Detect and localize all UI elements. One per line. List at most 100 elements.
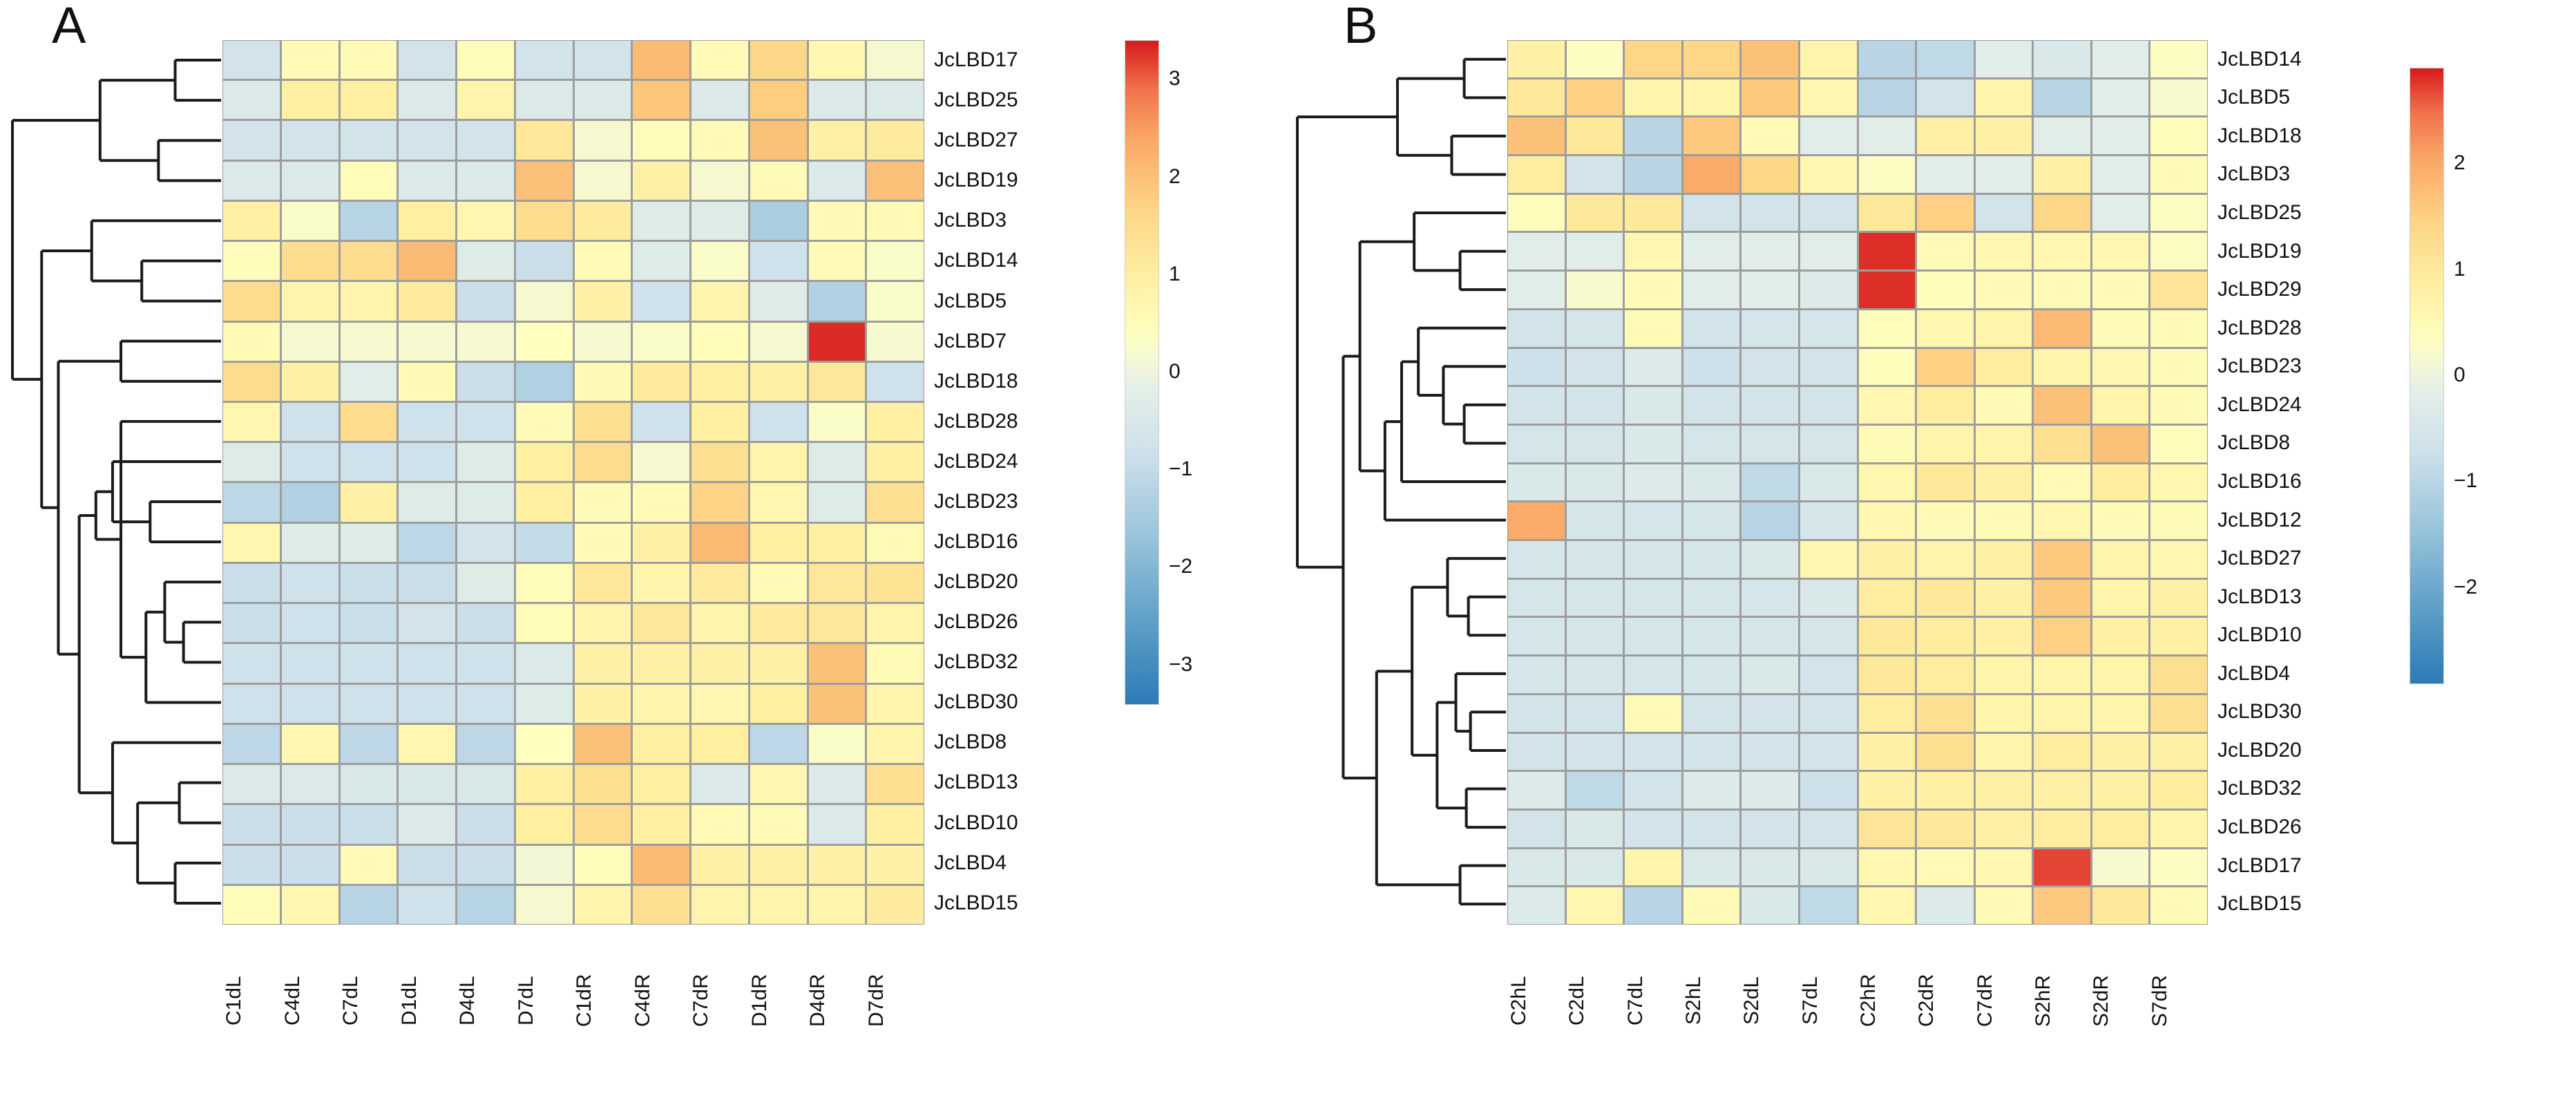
heatmap-cell (1742, 348, 1798, 386)
heatmap-cell (574, 845, 631, 884)
heatmap-cell (808, 604, 866, 643)
heatmap-cell (750, 724, 807, 764)
heatmap-cell (457, 443, 514, 482)
row-label: JcLBD23 (2217, 355, 2302, 378)
heatmap-cell (1742, 502, 1798, 540)
heatmap-cell (1508, 272, 1565, 308)
heatmap-cell (867, 41, 924, 79)
heatmap-cell (808, 201, 866, 240)
heatmap-cell (1508, 387, 1565, 424)
heatmap-cell (515, 81, 573, 120)
heatmap-cell (399, 161, 455, 200)
heatmap-cell (2092, 579, 2149, 616)
heatmap-cell (1742, 887, 1798, 924)
heatmap-cell (1625, 310, 1681, 347)
heatmap-cell (750, 362, 807, 401)
row-label: JcLBD27 (934, 129, 1018, 152)
heatmap-cell (1742, 810, 1798, 847)
row-label: JcLBD29 (2217, 278, 2302, 301)
heatmap-cell (808, 845, 866, 884)
heatmap-cell (1858, 233, 1916, 270)
heatmap-cell (1508, 656, 1565, 693)
heatmap-cell (691, 322, 748, 361)
heatmap-cell (691, 644, 748, 683)
heatmap-cell (750, 483, 807, 522)
heatmap-cell (1742, 117, 1798, 155)
heatmap-cell (691, 362, 748, 401)
heatmap-cell (1566, 541, 1623, 578)
heatmap-cell (633, 765, 689, 804)
heatmap-cell (457, 161, 514, 200)
heatmap-cell (574, 121, 631, 160)
column-label: D1dL (397, 976, 421, 1026)
heatmap-cell (867, 242, 924, 281)
heatmap-cell (691, 523, 748, 562)
heatmap-cell (281, 724, 338, 764)
column-label: S2dL (1740, 976, 1764, 1026)
heatmap-cell (281, 805, 338, 844)
heatmap-cell (281, 121, 338, 160)
row-label: JcLBD18 (934, 369, 1018, 393)
heatmap-cell (1566, 849, 1623, 886)
heatmap-cell (1917, 772, 1974, 809)
column-label: C1dR (573, 974, 595, 1028)
heatmap-cell (1975, 387, 2032, 424)
heatmap-cell (399, 684, 455, 723)
heatmap-cell (2034, 233, 2090, 270)
row-label: JcLBD19 (934, 169, 1018, 192)
colorbar-tick-label: 0 (2454, 363, 2465, 386)
heatmap-cell (1566, 579, 1623, 616)
heatmap-b (1507, 40, 2208, 925)
heatmap-cell (633, 403, 689, 442)
heatmap-cell (515, 242, 573, 281)
heatmap-cell (750, 242, 807, 281)
heatmap-cell (1625, 772, 1681, 809)
heatmap-cell (515, 724, 573, 764)
heatmap-cell (1566, 387, 1623, 424)
heatmap-cell (1917, 310, 1974, 347)
heatmap-cell (223, 81, 280, 120)
heatmap-cell (867, 443, 924, 482)
heatmap-cell (633, 644, 689, 683)
heatmap-cell (281, 483, 338, 522)
heatmap-cell (1917, 156, 1974, 193)
heatmap-cell (1800, 733, 1857, 771)
heatmap-cell (633, 81, 689, 120)
heatmap-cell (1566, 233, 1623, 270)
column-label: S2hR (2031, 974, 2054, 1027)
heatmap-cell (574, 563, 631, 603)
heatmap-cell (1683, 579, 1740, 616)
heatmap-cell (223, 41, 280, 79)
colorbar-tick-label: −3 (1169, 652, 1193, 676)
heatmap-cell (1683, 310, 1740, 347)
heatmap-cell (399, 201, 455, 240)
heatmap-cell (2034, 695, 2090, 732)
heatmap-cell (340, 242, 397, 281)
heatmap-cell (1625, 887, 1681, 924)
heatmap-cell (1800, 41, 1857, 77)
heatmap-cell (281, 41, 338, 79)
heatmap-cell (1625, 41, 1681, 77)
heatmap-cell (867, 483, 924, 522)
heatmap-cell (515, 604, 573, 643)
heatmap-cell (1566, 194, 1623, 232)
heatmap-cell (1566, 272, 1623, 308)
heatmap-cell (1566, 887, 1623, 924)
heatmap-cell (2150, 849, 2207, 886)
heatmap-cell (515, 644, 573, 683)
heatmap-cell (1800, 194, 1857, 232)
heatmap-cell (1975, 464, 2032, 501)
row-dendrogram-b (1292, 40, 1506, 923)
heatmap-cell (399, 81, 455, 120)
heatmap-cell (1625, 618, 1681, 655)
row-label: JcLBD13 (2217, 585, 2302, 608)
heatmap-cell (2150, 233, 2207, 270)
heatmap-cell (515, 362, 573, 401)
heatmap-cell (2092, 272, 2149, 308)
heatmap-cell (399, 644, 455, 683)
heatmap-cell (1917, 387, 1974, 424)
heatmap-cell (1566, 502, 1623, 540)
row-label: JcLBD3 (934, 209, 1007, 232)
